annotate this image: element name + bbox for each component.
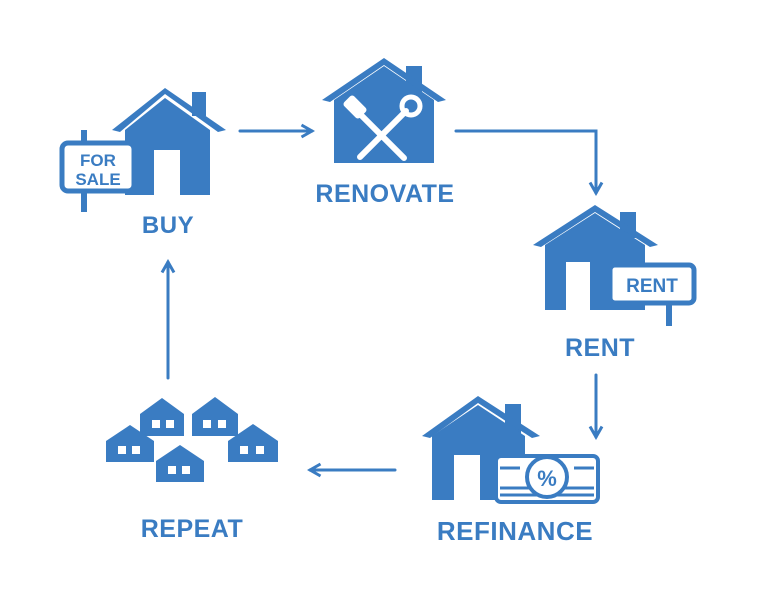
money-stack-icon: % (494, 454, 600, 504)
step-label-renovate: RENOVATE (315, 180, 455, 208)
step-label-repeat: REPEAT (140, 515, 244, 543)
house-rent-sign-icon: RENT (533, 205, 697, 326)
for-sale-sign-line2: SALE (75, 170, 120, 189)
for-sale-sign-line1: FOR (80, 151, 116, 170)
step-label-rent: RENT (564, 334, 636, 362)
percent-badge: % (537, 466, 557, 491)
house-for-sale-icon: FOR SALE (59, 88, 226, 212)
house-money-icon: % (422, 396, 600, 504)
arrow-renovate-to-rent (454, 129, 604, 197)
houses-cluster-icon (106, 397, 278, 482)
small-house-icon (156, 445, 204, 482)
flow-arrows (160, 123, 604, 478)
small-house-icon (140, 398, 184, 436)
small-house-icon (228, 424, 278, 462)
small-house-icon (192, 397, 238, 436)
small-house-icon (106, 425, 154, 462)
house-tools-icon (322, 58, 446, 163)
rent-sign-text: RENT (626, 276, 678, 297)
step-label-refinance: REFINANCE (436, 516, 594, 546)
hammer-icon (343, 95, 407, 161)
step-label-buy: BUY (141, 212, 195, 239)
